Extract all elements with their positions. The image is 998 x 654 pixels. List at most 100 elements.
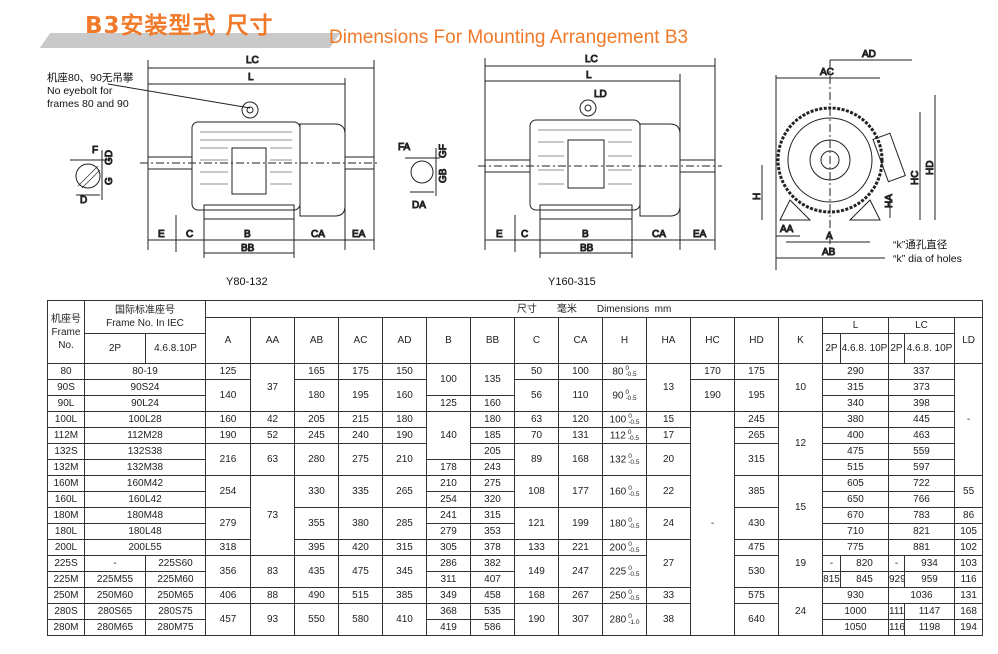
tolerance-lower: -0.5 (625, 370, 637, 378)
header-iec: 国际标准座号 Frame No. In IEC (84, 300, 206, 334)
tolerance-lower: -0.5 (628, 570, 640, 578)
table-cell: 132M38 (84, 459, 206, 476)
table-cell: 550 (294, 603, 339, 636)
label-DA: DA (412, 200, 426, 211)
table-cell: 194 (953, 619, 984, 636)
table-cell: 88 (250, 587, 295, 604)
table-cell: 131 (558, 427, 603, 444)
table-cell: - (888, 555, 905, 572)
tolerance-lower: -0.5 (628, 546, 640, 554)
table-cell: 108 (514, 475, 559, 508)
table-cell: 267 (558, 587, 603, 604)
table-cell: 315 (822, 379, 889, 396)
table-cell: 1198 (904, 619, 955, 636)
label-H: H (752, 193, 763, 200)
table-cell: 373 (888, 379, 955, 396)
header-col-ac: AC (338, 317, 383, 364)
table-cell: 318 (205, 539, 251, 556)
table-cell: 315 (382, 539, 427, 556)
header-col-ca: CA (558, 317, 603, 364)
table-cell: 19 (778, 539, 823, 588)
table-cell: 83 (250, 555, 295, 588)
table-cell: 165 (294, 363, 339, 380)
table-cell: 1000 (822, 603, 889, 620)
table-cell: 205 (294, 411, 339, 428)
table-cell: 240 (338, 427, 383, 444)
table-cell: 1036 (888, 587, 955, 604)
table-cell: 337 (888, 363, 955, 380)
table-cell: 15 (778, 475, 823, 540)
header-lc-2p: 2P (888, 333, 905, 364)
table-cell: 90S24 (84, 379, 206, 396)
tolerance-lower: -0.5 (628, 458, 640, 466)
label-AA: AA (780, 224, 794, 235)
shaft-section-large (405, 148, 440, 196)
label-FA: FA (398, 142, 411, 153)
table-cell: 131 (953, 587, 984, 604)
table-cell: 650 (822, 491, 889, 508)
table-cell: 254 (205, 475, 251, 508)
table-cell: 245 (734, 411, 779, 428)
table-cell: 930 (822, 587, 889, 604)
table-cell: 475 (338, 555, 383, 588)
table-cell: 195 (734, 379, 779, 412)
table-cell: 385 (382, 587, 427, 604)
frame-cell: 132S (47, 443, 85, 460)
table-cell: 463 (888, 427, 955, 444)
frame-cell: 132M (47, 459, 85, 476)
table-cell: 280S65 (84, 603, 146, 620)
header-col-l: L (822, 317, 889, 334)
tolerance-upper: 0 (628, 412, 632, 420)
table-cell: 285 (382, 507, 427, 540)
table-cell: 38 (646, 603, 691, 636)
header-iec-en: Frame No. In IEC (106, 318, 184, 329)
table-cell: 311 (426, 571, 471, 588)
label-AC: AC (820, 67, 834, 78)
header-col-k: K (778, 317, 823, 364)
table-cell: 845 (840, 571, 889, 588)
table-cell: 52 (250, 427, 295, 444)
table-cell: 783 (888, 507, 955, 524)
table-cell: 10 (778, 363, 823, 412)
table-cell: 382 (470, 555, 515, 572)
tolerance: 0-0.5 (628, 588, 639, 602)
table-header: 机座号 Frame No. 国际标准座号 Frame No. In IEC 尺寸… (47, 300, 984, 364)
table-cell: 73 (250, 475, 295, 556)
header-frame-cn: 机座号 (51, 313, 81, 325)
table-cell: 150 (382, 363, 427, 380)
table-cell: 33 (646, 587, 691, 604)
page-title-en: Dimensions For Mounting Arrangement B3 (329, 27, 689, 48)
table-cell: 490 (294, 587, 339, 604)
table-cell: 340 (822, 395, 889, 412)
tolerance-upper: 0 (628, 588, 632, 596)
table-cell: 180L48 (84, 523, 206, 540)
frame-cell: 280M (47, 619, 85, 636)
label-A: A (826, 231, 833, 242)
header-l-multi: 4.6.8. 10P (840, 333, 889, 364)
header-dimensions: 尺寸 毫米 Dimensions mm (204, 300, 984, 318)
header-col-a: A (205, 317, 251, 364)
height-value: 132 (609, 454, 627, 466)
table-cell: 190 (690, 379, 735, 412)
table-cell: 398 (888, 395, 955, 412)
header-col-c: C (514, 317, 559, 364)
shaft-section-small (70, 150, 110, 200)
table-cell: 199 (558, 507, 603, 540)
table-cell: 210 (426, 475, 471, 492)
table-cell: 353 (470, 523, 515, 540)
tolerance: 0-0.5 (625, 389, 636, 402)
table-cell: 247 (558, 555, 603, 588)
table-cell: 378 (470, 539, 515, 556)
table-cell: 407 (470, 571, 515, 588)
table-cell: 243 (470, 459, 515, 476)
table-cell: 280 (294, 443, 339, 476)
header-iec-multi: 4.6.8.10P (145, 333, 206, 364)
table-cell: 1050 (822, 619, 889, 636)
height-value: 100 (609, 414, 627, 426)
table-cell: 125 (426, 395, 471, 412)
table-cell: 140 (205, 379, 251, 412)
